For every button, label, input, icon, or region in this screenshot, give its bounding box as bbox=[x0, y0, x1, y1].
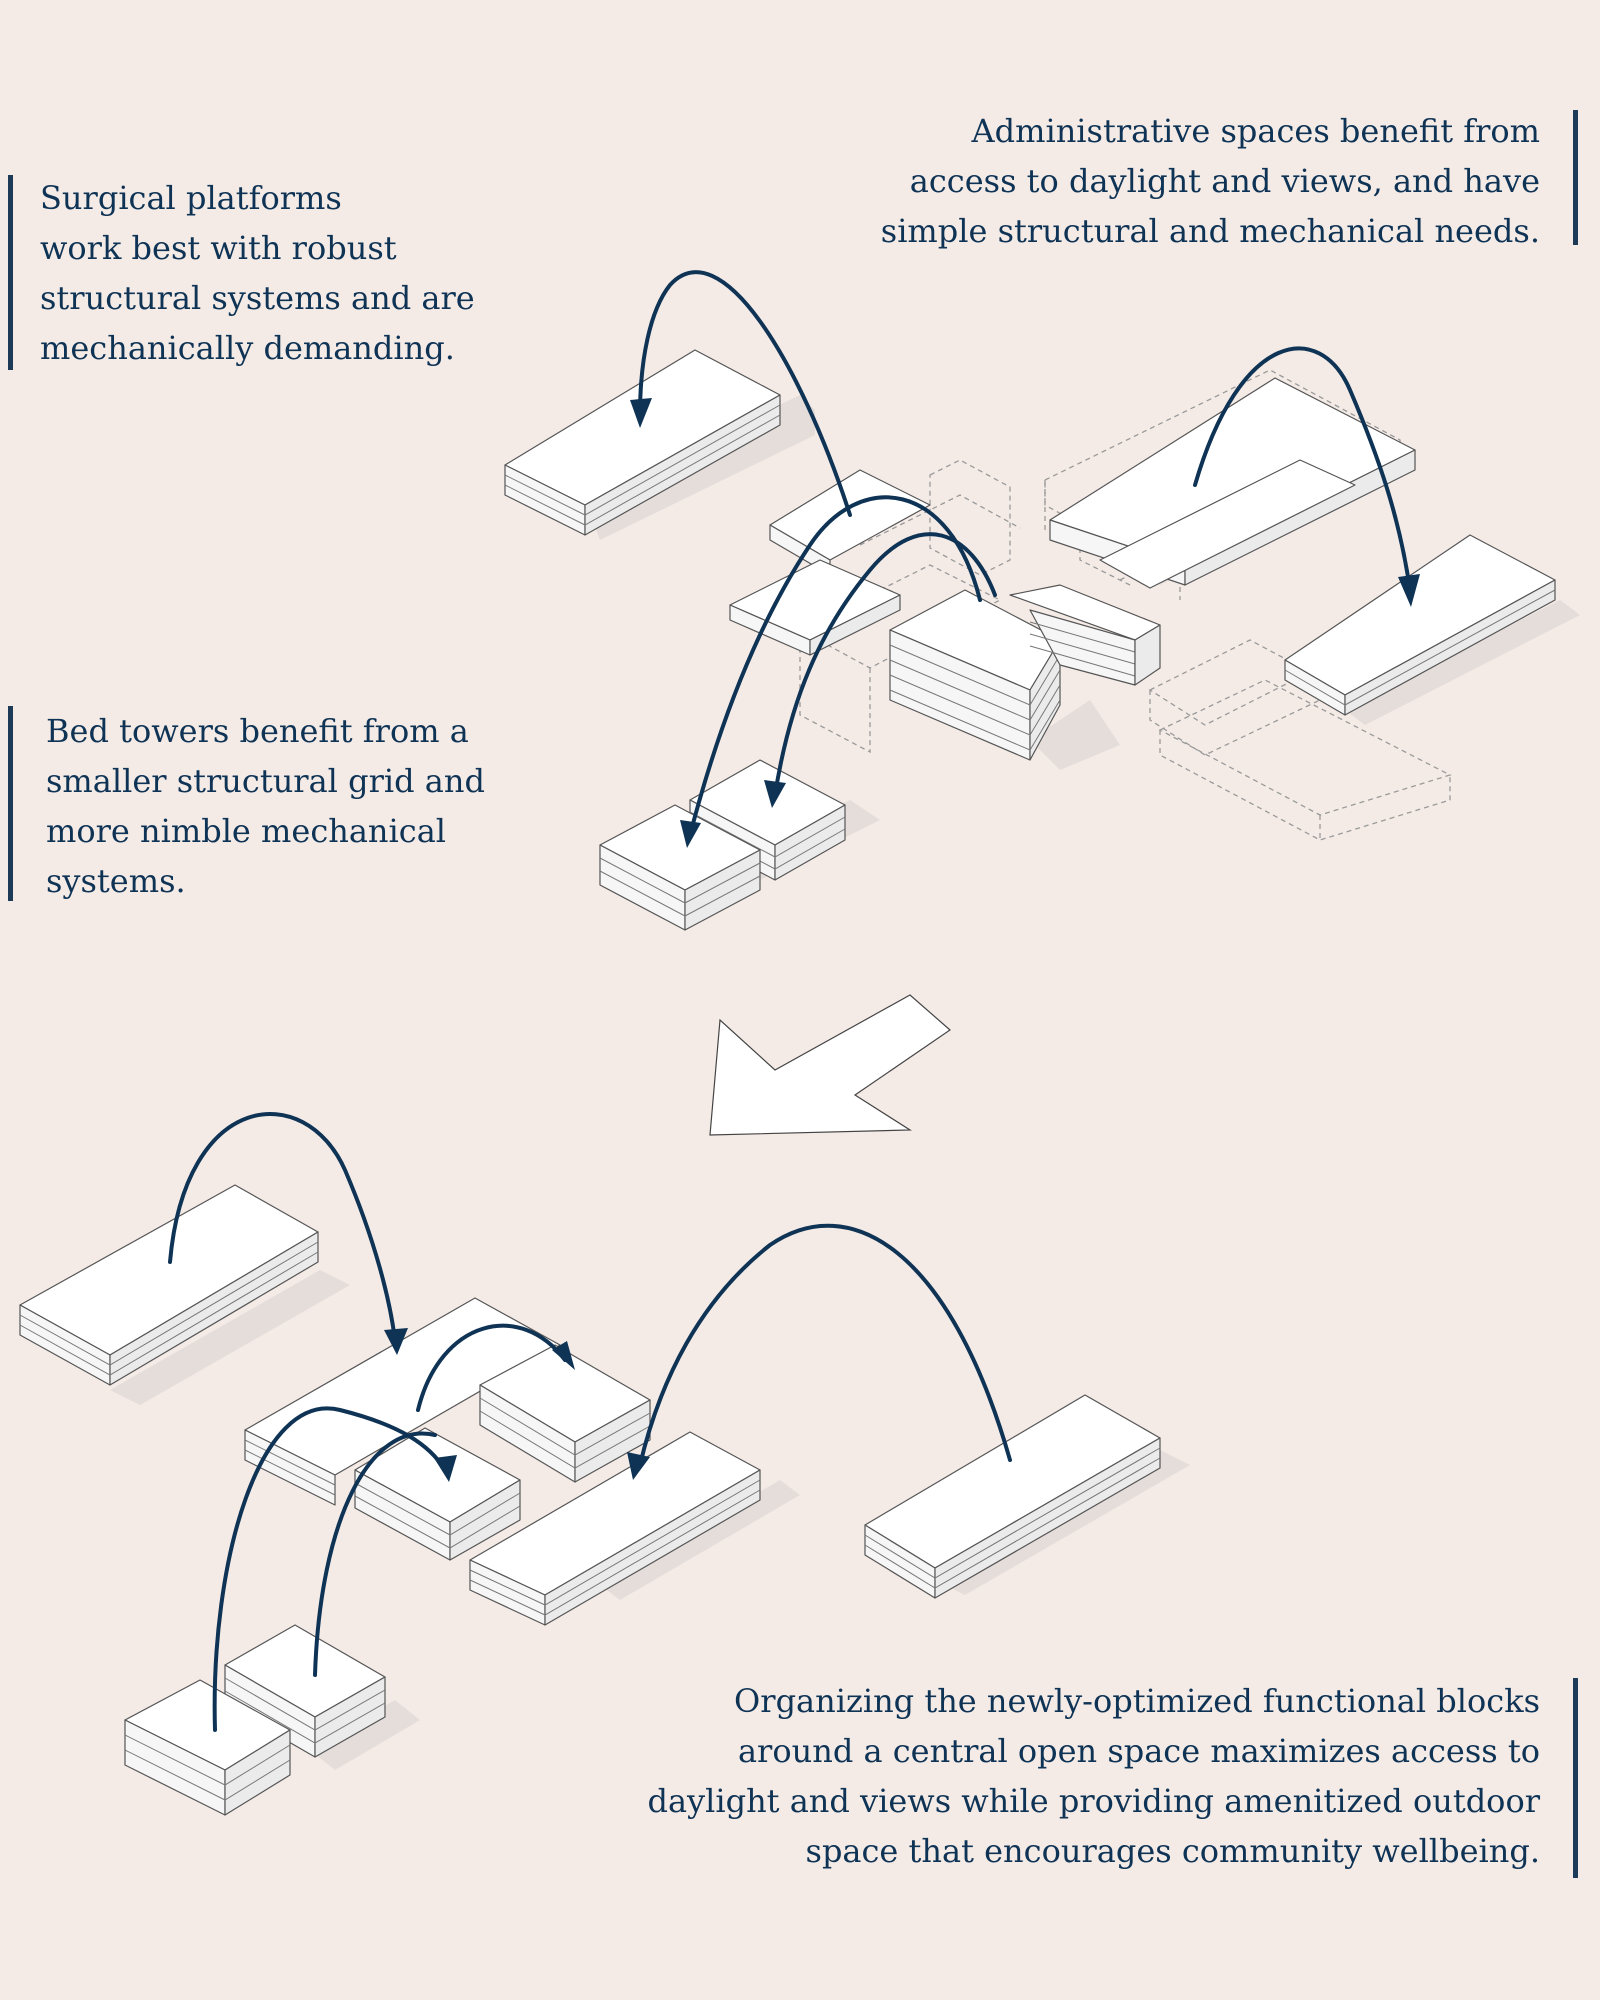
administrative-spaces-note: Administrative spaces benefit from acces… bbox=[881, 106, 1540, 256]
bed-towers-note-line-3: more nimble mechanical bbox=[46, 812, 446, 850]
bed-towers-note-line-2: smaller structural grid and bbox=[46, 762, 485, 800]
bed-tower-pair-bottom bbox=[124, 1624, 420, 1816]
admin-block-long bbox=[1049, 377, 1416, 589]
surgical-block-detached bbox=[504, 349, 815, 540]
bed-tower-pair-top bbox=[599, 759, 880, 931]
admin-block-right bbox=[864, 1394, 1190, 1599]
bed-towers-note-line-4: systems. bbox=[46, 862, 186, 900]
admin-block-detached bbox=[1284, 534, 1580, 725]
surgical-note-line-2: work best with robust bbox=[40, 229, 397, 267]
surgical-note-bar bbox=[8, 175, 13, 370]
administrative-note-bar bbox=[1573, 110, 1578, 245]
bed-tower-central bbox=[889, 584, 1161, 770]
organizing-note-line-3: daylight and views while providing ameni… bbox=[647, 1782, 1540, 1820]
optimized-campus-massing bbox=[19, 1111, 1190, 1816]
top-move-arrows bbox=[630, 270, 1420, 848]
organizing-note-line-1: Organizing the newly-optimized functiona… bbox=[734, 1682, 1540, 1720]
administrative-note-line-3: simple structural and mechanical needs. bbox=[880, 212, 1540, 250]
down-left-arrow-icon bbox=[709, 994, 951, 1136]
bed-towers-note-line-1: Bed towers benefit from a bbox=[46, 712, 469, 750]
admin-block-top-left bbox=[19, 1184, 350, 1405]
bed-towers-note-bar bbox=[8, 706, 13, 901]
surgical-platforms-note: Surgical platforms work best with robust… bbox=[40, 173, 475, 373]
surgical-courtyard-ring bbox=[244, 1297, 800, 1626]
bottom-move-arrows bbox=[168, 1111, 1012, 1732]
organizing-note-bar bbox=[1573, 1678, 1578, 1878]
administrative-note-line-2: access to daylight and views, and have bbox=[909, 162, 1540, 200]
surgical-note-line-4: mechanically demanding. bbox=[40, 329, 455, 367]
organizing-note: Organizing the newly-optimized functiona… bbox=[647, 1676, 1540, 1876]
existing-campus-massing bbox=[504, 270, 1580, 931]
bed-towers-note: Bed towers benefit from a smaller struct… bbox=[46, 706, 485, 906]
surgical-note-line-1: Surgical platforms bbox=[40, 179, 342, 217]
surgical-note-line-3: structural systems and are bbox=[40, 279, 475, 317]
organizing-note-line-4: space that encourages community wellbein… bbox=[805, 1832, 1540, 1870]
administrative-note-line-1: Administrative spaces benefit from bbox=[971, 112, 1540, 150]
organizing-note-line-2: around a central open space maximizes ac… bbox=[737, 1732, 1540, 1770]
